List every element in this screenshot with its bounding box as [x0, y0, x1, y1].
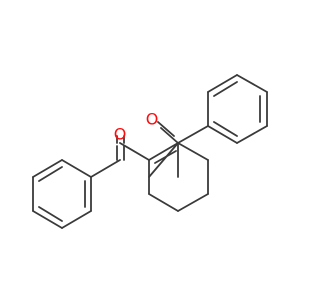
carbonyl-lower-co-main	[116, 145, 125, 161]
bond	[148, 142, 179, 161]
bond	[61, 159, 92, 178]
bond	[160, 127, 179, 144]
bond	[148, 142, 179, 178]
phenyl-ring-upper-right	[207, 74, 268, 144]
bond	[207, 125, 238, 144]
bond	[213, 81, 238, 97]
bond	[154, 150, 177, 164]
bond	[236, 125, 268, 144]
phenyl-ring-lower-left-main	[32, 159, 121, 229]
bond	[90, 159, 121, 178]
bond	[177, 125, 209, 144]
molecule-drawing: O O	[32, 74, 268, 229]
bond	[148, 193, 179, 212]
bond	[32, 210, 63, 229]
bond	[32, 159, 63, 178]
cyclohexene-ring	[148, 142, 179, 178]
oxygen-atom-upper: O	[146, 110, 159, 129]
bond	[61, 210, 92, 229]
bond	[177, 142, 209, 161]
carbonyl-upper	[157, 121, 209, 144]
bond	[38, 206, 63, 222]
oxygen-atom-lower: O	[114, 125, 127, 144]
bond	[207, 74, 238, 93]
bond	[38, 166, 63, 182]
bond	[157, 121, 175, 137]
cyclohexene-ring-main	[148, 142, 209, 212]
structure-diagram: O O	[32, 74, 268, 229]
bond	[213, 121, 238, 137]
bond	[236, 74, 268, 93]
bond	[177, 193, 209, 212]
